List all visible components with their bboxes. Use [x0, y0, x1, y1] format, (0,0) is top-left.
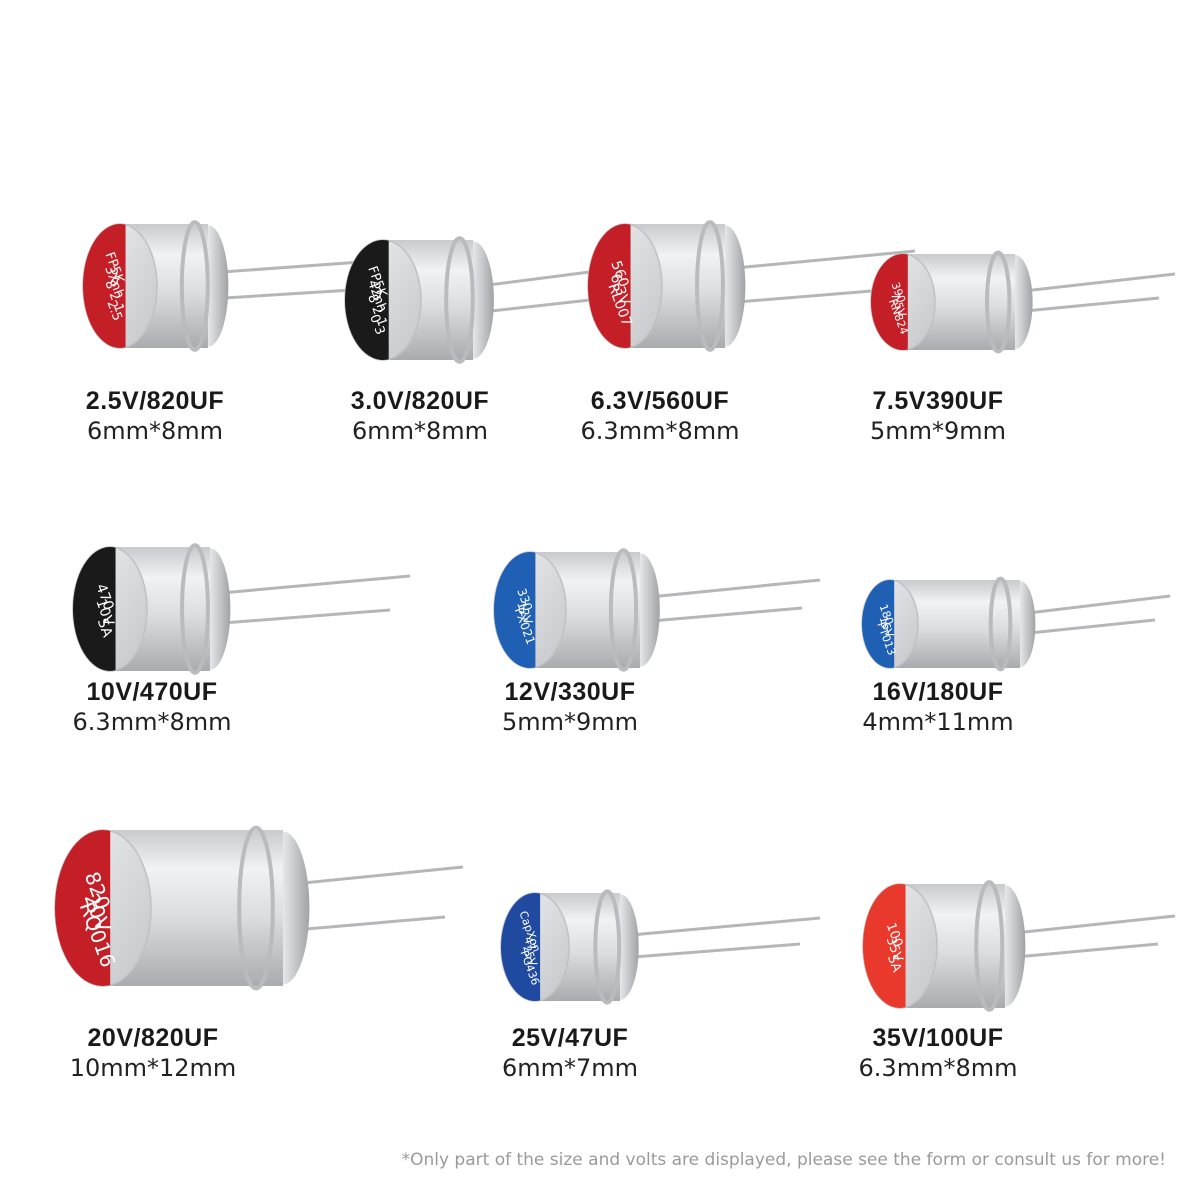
product-label: 10V/470UF 6.3mm*8mm	[73, 677, 232, 737]
dimensions: 4mm*11mm	[862, 708, 1014, 736]
product-label: 12V/330UF 5mm*9mm	[502, 677, 638, 737]
dimensions: 6.3mm*8mm	[858, 1054, 1018, 1082]
lead-wire	[1019, 618, 1156, 636]
product-label: 20V/820UF 10mm*12mm	[70, 1023, 237, 1083]
footnote: *Only part of the size and volts are dis…	[401, 1150, 1166, 1170]
product-label: 35V/100UF 6.3mm*8mm	[859, 1023, 1018, 1083]
voltage-capacitance: 12V/330UF	[504, 678, 636, 706]
dimensions: 6mm*8mm	[86, 417, 224, 445]
capacitor-groove	[608, 548, 639, 672]
voltage-capacitance: 20V/820UF	[87, 1024, 219, 1052]
capacitor-marking: 2.5	[103, 299, 124, 324]
lead-wire	[724, 249, 916, 271]
capacitor-groove	[444, 236, 475, 364]
lead-wire	[1019, 594, 1171, 616]
capacitor-groove	[179, 220, 210, 352]
capacitor-marking: 0 3	[366, 313, 387, 338]
lead-wire	[639, 578, 821, 600]
voltage-capacitance: 25V/47UF	[511, 1024, 629, 1052]
product-label: 2.5V/820UF 6mm*8mm	[86, 386, 224, 446]
lead-wire	[639, 606, 803, 624]
voltage-capacitance: 16V/180UF	[872, 678, 1004, 706]
voltage-capacitance: 6.3V/560UF	[590, 387, 730, 415]
product-label: 25V/47UF 6mm*7mm	[502, 1023, 638, 1083]
capacitor-groove	[237, 825, 275, 991]
capacitor-groove	[593, 889, 622, 1005]
lead-wire	[1004, 914, 1176, 936]
product-label: 16V/180UF 4mm*11mm	[862, 677, 1013, 737]
lead-wire	[619, 942, 801, 960]
lead-wire	[1014, 272, 1176, 294]
capacitor-groove	[974, 880, 1005, 1012]
lead-wire	[209, 574, 411, 596]
capacitor-marking: 47	[521, 935, 538, 953]
capacitor-marking: SA	[884, 953, 904, 975]
voltage-capacitance: 2.5V/820UF	[85, 387, 225, 415]
lead-wire	[282, 915, 446, 933]
lead-wire	[1004, 942, 1159, 960]
capacitor-groove	[985, 250, 1012, 354]
lead-wire	[472, 297, 600, 315]
dimensions: 6mm*7mm	[501, 1054, 639, 1082]
dimensions: 10mm*12mm	[69, 1054, 237, 1082]
dimensions: 6.3mm*8mm	[580, 417, 740, 445]
dimensions: 6.3mm*8mm	[72, 708, 232, 736]
dimensions: 6mm*8mm	[351, 417, 489, 445]
lead-wire	[724, 287, 897, 305]
product-label: 3.0V/820UF 6mm*8mm	[351, 386, 489, 446]
dimensions: 5mm*9mm	[869, 417, 1007, 445]
lead-wire	[209, 608, 391, 626]
voltage-capacitance: 7.5V390UF	[872, 387, 1004, 415]
voltage-capacitance: 35V/100UF	[872, 1024, 1004, 1052]
lead-wire	[619, 916, 821, 938]
product-label: 6.3V/560UF 6.3mm*8mm	[581, 386, 740, 446]
product-label: 7.5V390UF 5mm*9mm	[870, 386, 1006, 446]
dimensions: 5mm*9mm	[501, 708, 639, 736]
lead-wire	[1014, 296, 1160, 314]
capacitor-groove	[988, 576, 1013, 672]
capacitor-marking: SA	[94, 616, 116, 639]
capacitor-groove	[180, 543, 210, 675]
capacitor-groove	[695, 220, 725, 352]
voltage-capacitance: 10V/470UF	[86, 678, 218, 706]
lead-wire	[282, 865, 464, 887]
voltage-capacitance: 3.0V/820UF	[350, 387, 490, 415]
